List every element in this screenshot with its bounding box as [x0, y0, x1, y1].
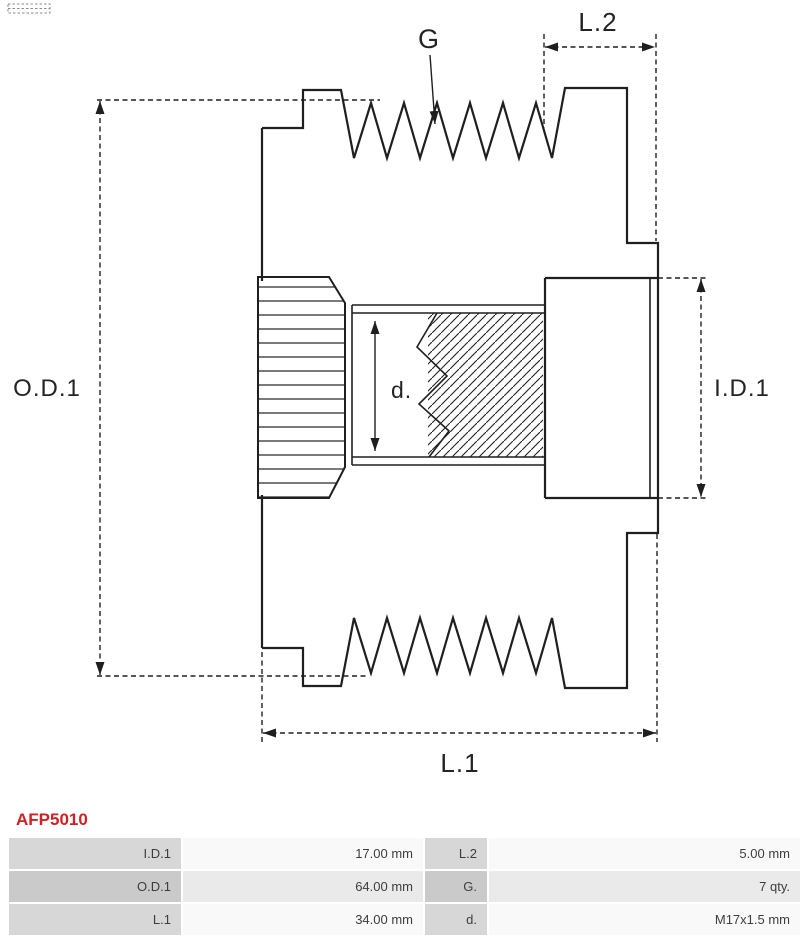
- pulley-technical-diagram: O.D.1 I.D.1 L.1 L.2 d. G: [7, 3, 770, 778]
- dimension-l2: L.2: [543, 7, 657, 241]
- dimension-id1: I.D.1: [658, 277, 770, 499]
- od1-label: O.D.1: [13, 375, 81, 402]
- spec-row: I.D.1 17.00 mm L.2 5.00 mm: [9, 838, 800, 869]
- product-code: AFP5010: [16, 810, 88, 829]
- g-label: G: [418, 24, 440, 54]
- spec-label-cell: G.: [425, 871, 487, 902]
- watermark-artifact: [7, 3, 51, 14]
- spec-value-cell: 5.00 mm: [489, 838, 800, 869]
- spec-label-cell: L.2: [425, 838, 487, 869]
- spec-label-cell: O.D.1: [9, 871, 181, 902]
- spec-label-cell: L.1: [9, 904, 181, 935]
- dimension-l1: L.1: [261, 534, 658, 778]
- spec-value-cell: M17x1.5 mm: [489, 904, 800, 935]
- l1-label: L.1: [440, 748, 479, 778]
- id1-label: I.D.1: [714, 375, 770, 402]
- spec-table: I.D.1 17.00 mm L.2 5.00 mm O.D.1 64.00 m…: [7, 836, 802, 937]
- d-label: d.: [391, 377, 412, 403]
- dimension-od1: O.D.1: [13, 99, 380, 677]
- spec-label-cell: I.D.1: [9, 838, 181, 869]
- spec-row: O.D.1 64.00 mm G. 7 qty.: [9, 871, 800, 902]
- spec-label-cell: d.: [425, 904, 487, 935]
- spec-value-cell: 64.00 mm: [183, 871, 423, 902]
- break-line: [415, 312, 451, 458]
- spec-value-cell: 7 qty.: [489, 871, 800, 902]
- groove-callout: G: [418, 24, 440, 125]
- knurled-hub-section: [257, 276, 346, 499]
- dimension-d: d.: [370, 321, 412, 451]
- spec-row: L.1 34.00 mm d. M17x1.5 mm: [9, 904, 800, 935]
- spec-value-cell: 17.00 mm: [183, 838, 423, 869]
- spec-value-cell: 34.00 mm: [183, 904, 423, 935]
- l2-label: L.2: [578, 7, 617, 37]
